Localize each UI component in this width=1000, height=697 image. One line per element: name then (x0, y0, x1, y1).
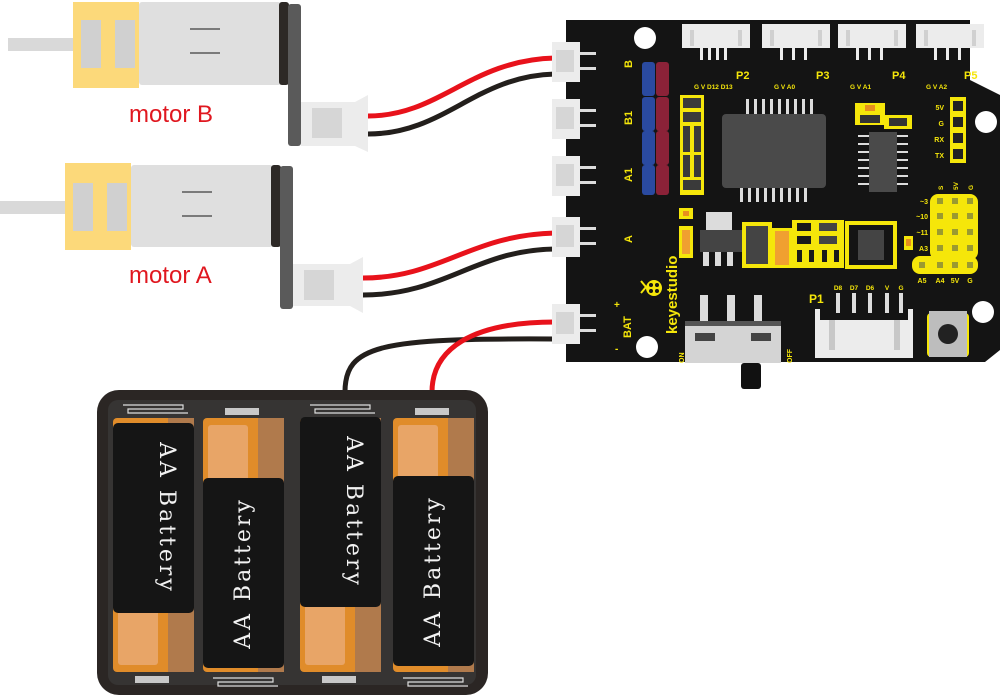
motor-b-endplate (288, 4, 301, 146)
port-b[interactable]: B (552, 42, 635, 82)
serial-label-g: G (939, 121, 945, 128)
motor-a (0, 163, 363, 313)
wire-a-positive (362, 230, 556, 281)
io-bottom-label: A4 (936, 278, 945, 285)
io-row-label: ~10 (916, 214, 928, 221)
motor-b-label: motor B (129, 101, 214, 128)
aa-battery: AA Battery (393, 408, 474, 687)
p1-pin-label: D6 (866, 285, 875, 292)
p1-pin-label: D7 (850, 285, 859, 292)
port-a1[interactable]: A1 (552, 156, 635, 196)
battery-label: AA Battery (154, 441, 179, 594)
reset-button-cap[interactable] (938, 324, 958, 344)
mount-hole (634, 27, 656, 49)
io-bottom-label: G (967, 278, 973, 285)
switch-off-label: OFF (787, 348, 794, 363)
battery-pack: AA Battery AA Battery AA Battery AA Battery (97, 390, 488, 695)
switch-knob[interactable] (741, 363, 761, 389)
io-bottom-label: A5 (918, 278, 927, 285)
motor-b-wires (367, 55, 556, 137)
port-label: A (623, 235, 635, 243)
ladybug-logo (640, 280, 662, 296)
header-name: P4 (892, 70, 906, 82)
bat-minus-label: - (615, 344, 618, 355)
port-label: BAT (622, 316, 634, 338)
aa-battery: AA Battery (203, 408, 284, 687)
header-pins: G V A0 (774, 84, 795, 91)
serial-ic (855, 103, 912, 192)
motor-b (8, 2, 368, 152)
header-name: P3 (816, 70, 829, 82)
header-pins: G V D12 D13 (694, 84, 733, 91)
wire-a-negative (362, 246, 556, 298)
motor-b-shaft (8, 38, 74, 51)
serial-label-5v: 5V (935, 105, 944, 112)
port-bat[interactable]: BAT (552, 304, 634, 344)
battery-wires (342, 319, 556, 393)
header-p5[interactable]: P5 G V A2 (916, 24, 984, 91)
header-name: P2 (736, 70, 749, 82)
io-row-label: A3 (919, 246, 928, 253)
bat-plus-label: + (614, 300, 620, 311)
p1-pin-label: G (898, 285, 903, 292)
motor-a-wires (362, 230, 556, 298)
io-col-label: G (968, 185, 975, 190)
port-a[interactable]: A (552, 217, 635, 257)
switch-on-label: ON (679, 353, 686, 364)
io-col-label: 5V (953, 181, 960, 190)
port-b1[interactable]: B1 (552, 99, 635, 139)
io-col-label: S (938, 185, 945, 190)
header-pins: G V A1 (850, 84, 871, 91)
serial-label-tx: TX (935, 153, 944, 160)
brand-label: keyestudio (664, 256, 681, 334)
power-switch[interactable] (685, 295, 781, 389)
aa-battery: AA Battery (300, 404, 381, 683)
header-p2[interactable]: P2G V D12 D13 (682, 24, 750, 91)
motor-a-endplate (280, 166, 293, 309)
io-bottom-label: 5V (951, 278, 960, 285)
motor-a-body (131, 165, 273, 247)
mount-hole (636, 336, 658, 358)
port-label: A1 (623, 168, 635, 182)
p1-pin-label: V (885, 285, 890, 292)
p1-label: P1 (809, 292, 824, 306)
header-p4[interactable]: P4 G V A1 (838, 24, 906, 91)
port-label: B1 (623, 111, 635, 125)
aa-battery: AA Battery (113, 404, 194, 683)
battery-label: AA Battery (341, 435, 366, 588)
power-regulator (679, 208, 913, 269)
mount-hole (975, 111, 997, 133)
driver-ic (722, 99, 826, 202)
header-pins: G V A2 (926, 84, 947, 91)
header-p3[interactable]: P3 G V A0 (762, 24, 830, 91)
port-label: B (623, 60, 635, 68)
p1-pin-label: D8 (834, 285, 843, 292)
mount-hole (972, 301, 994, 323)
wire-bat-negative (342, 336, 556, 393)
battery-label: AA Battery (421, 495, 446, 648)
wire-b-negative (367, 71, 556, 137)
diode-array (680, 95, 704, 195)
reset-button[interactable] (927, 311, 969, 357)
io-row-label: ~11 (917, 230, 929, 237)
header-name: P5 (964, 70, 977, 82)
serial-label-rx: RX (934, 137, 944, 144)
battery-label: AA Battery (231, 497, 256, 650)
jumper-caps (642, 62, 669, 195)
motor-a-shaft (0, 201, 66, 214)
motor-b-body (139, 2, 281, 85)
p1-header (815, 293, 913, 358)
wire-bat-positive (429, 319, 556, 393)
io-row-label: ~3 (920, 199, 928, 206)
serial-header (950, 97, 966, 163)
motor-a-label: motor A (129, 262, 212, 289)
wire-b-positive (367, 55, 556, 119)
